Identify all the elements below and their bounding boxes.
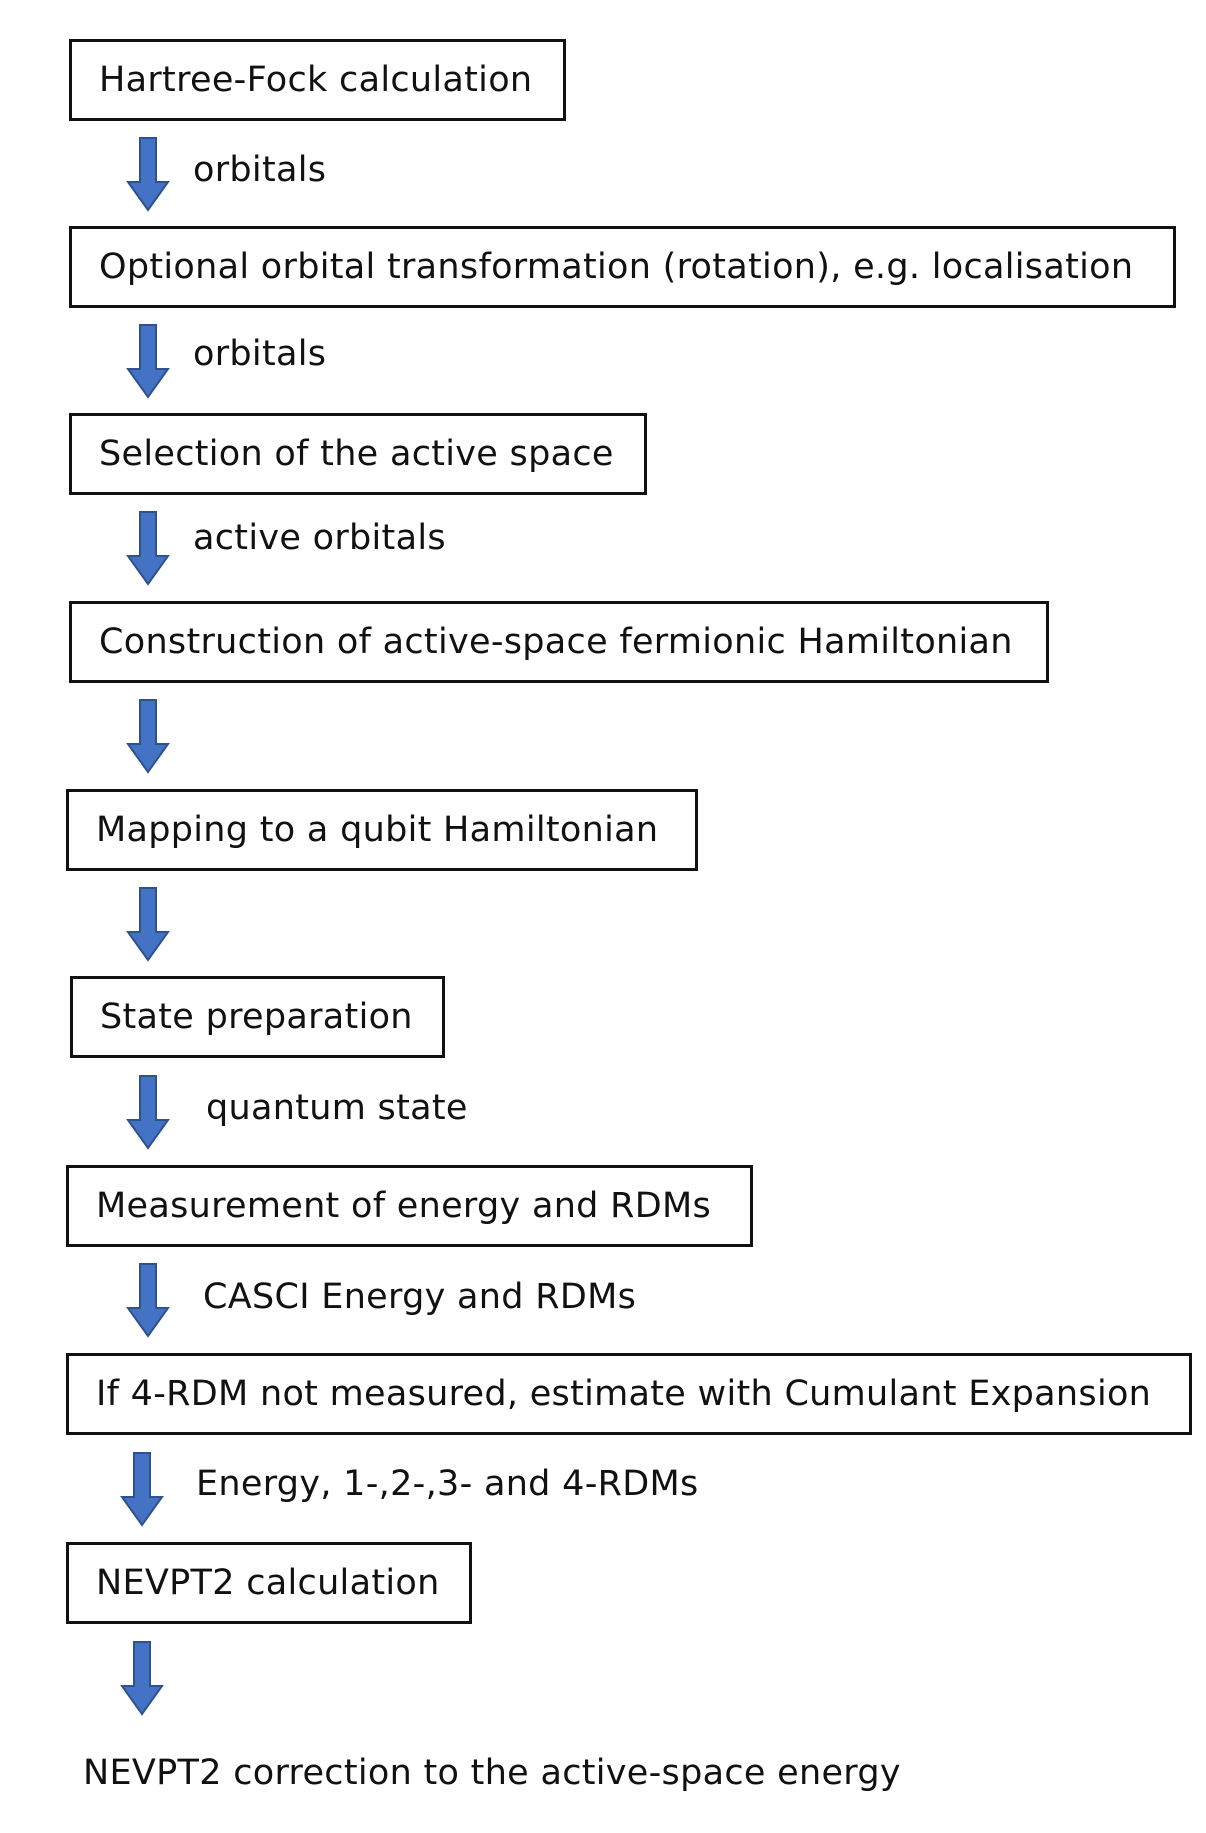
- step-qubit-mapping: Mapping to a qubit Hamiltonian: [66, 789, 698, 871]
- edge-label-quantum-state: quantum state: [206, 1088, 468, 1128]
- step-label: State preparation: [100, 997, 413, 1037]
- down-arrow-icon: [120, 1641, 164, 1716]
- step-label: NEVPT2 calculation: [96, 1563, 440, 1603]
- down-arrow-icon: [126, 137, 170, 212]
- step-fermionic-hamiltonian: Construction of active-space fermionic H…: [69, 601, 1049, 683]
- down-arrow-icon: [120, 1452, 164, 1527]
- step-state-preparation: State preparation: [70, 976, 445, 1058]
- step-measurement: Measurement of energy and RDMs: [66, 1165, 753, 1247]
- down-arrow-icon: [126, 324, 170, 399]
- edge-label-rdms: Energy, 1-,2-,3- and 4-RDMs: [196, 1464, 699, 1504]
- down-arrow-icon: [126, 699, 170, 774]
- step-label: Optional orbital transformation (rotatio…: [99, 247, 1134, 287]
- step-label: If 4-RDM not measured, estimate with Cum…: [96, 1374, 1152, 1414]
- final-result: NEVPT2 correction to the active-space en…: [83, 1753, 901, 1793]
- step-orbital-transformation: Optional orbital transformation (rotatio…: [69, 226, 1176, 308]
- down-arrow-icon: [126, 1263, 170, 1338]
- step-label: Mapping to a qubit Hamiltonian: [96, 810, 659, 850]
- step-hartree-fock: Hartree-Fock calculation: [69, 39, 566, 121]
- edge-label-active-orbitals: active orbitals: [193, 518, 446, 558]
- step-label: Construction of active-space fermionic H…: [99, 622, 1013, 662]
- step-label: Measurement of energy and RDMs: [96, 1186, 712, 1226]
- down-arrow-icon: [126, 511, 170, 586]
- step-active-space-selection: Selection of the active space: [69, 413, 647, 495]
- down-arrow-icon: [126, 1075, 170, 1150]
- down-arrow-icon: [126, 887, 170, 962]
- edge-label-orbitals: orbitals: [193, 150, 327, 190]
- step-cumulant-expansion: If 4-RDM not measured, estimate with Cum…: [66, 1353, 1192, 1435]
- edge-label-casci-energy: CASCI Energy and RDMs: [203, 1277, 637, 1317]
- edge-label-orbitals: orbitals: [193, 334, 327, 374]
- step-label: Hartree-Fock calculation: [99, 60, 533, 100]
- step-label: Selection of the active space: [99, 434, 614, 474]
- step-nevpt2-calculation: NEVPT2 calculation: [66, 1542, 472, 1624]
